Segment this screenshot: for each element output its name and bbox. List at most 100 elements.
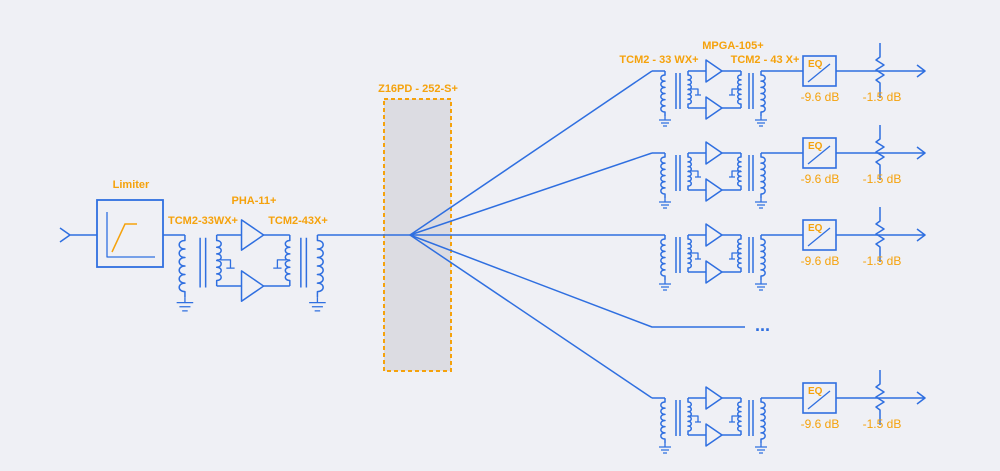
ground-symbol xyxy=(755,443,767,454)
fan-out-line xyxy=(409,234,653,399)
input-chain xyxy=(59,199,410,312)
amplifier-triangle xyxy=(240,219,265,251)
transformer-secondary-coil xyxy=(760,398,766,443)
ground-symbol xyxy=(755,280,767,291)
ground-symbol xyxy=(176,297,194,312)
attenuator-resistor-icon xyxy=(875,207,885,262)
amplifier-triangle xyxy=(705,141,723,165)
ground-symbol xyxy=(659,116,671,127)
transformer-core xyxy=(748,237,754,273)
transformer-primary-coil xyxy=(660,398,666,443)
fan-out-line-truncated xyxy=(409,234,745,328)
wiring: EQ -9.6 dB -1.5 dB EQ -9.6 dB -1.5 dB EQ -9.6 d… xyxy=(59,43,926,454)
attenuation-value: -1.5 dB xyxy=(863,254,902,268)
input-output-transformer-label: TCM2-43X+ xyxy=(268,215,328,227)
eq-slope xyxy=(807,390,831,410)
transformer-secondary-coil xyxy=(760,71,766,116)
transformer-core xyxy=(748,73,754,109)
limiter-curve xyxy=(111,223,137,253)
amplifier-triangle xyxy=(705,423,723,447)
transformer-core xyxy=(675,155,681,191)
transformer-primary-coil xyxy=(660,71,666,116)
attenuation-value: -1.5 dB xyxy=(863,90,902,104)
channel-output-transformer-label: TCM2 - 43 X+ xyxy=(731,54,800,66)
eq-slope xyxy=(807,227,831,247)
transformer-primary-coil xyxy=(178,235,186,298)
attenuator-resistor-icon xyxy=(875,43,885,98)
limiter-label: Limiter xyxy=(113,179,150,191)
wire xyxy=(263,234,290,287)
eq-label: EQ xyxy=(808,141,823,152)
wire xyxy=(722,70,741,109)
center-tap-ground xyxy=(688,88,701,96)
wire xyxy=(688,234,706,273)
center-tap-ground xyxy=(216,259,235,269)
more-channels-ellipsis: ... xyxy=(755,315,770,335)
ground-symbol xyxy=(659,198,671,209)
ground-symbol xyxy=(755,116,767,127)
channel-input-transformer-label: TCM2 - 33 WX+ xyxy=(619,54,698,66)
transformer-core xyxy=(300,237,308,288)
wire xyxy=(722,397,741,436)
wire xyxy=(688,70,706,109)
transformer-core xyxy=(675,237,681,273)
eq-slope xyxy=(807,63,831,83)
eq-gain-value: -9.6 dB xyxy=(801,90,840,104)
eq-gain-value: -9.6 dB xyxy=(801,417,840,431)
transformer-core xyxy=(748,400,754,436)
output-arrow-icon xyxy=(836,64,926,78)
eq-gain-value: -9.6 dB xyxy=(801,172,840,186)
limiter-axes xyxy=(106,212,155,258)
transformer-secondary-coil xyxy=(316,235,324,298)
wire xyxy=(216,234,242,287)
wire xyxy=(688,397,706,436)
splitter-label: Z16PD - 252-S+ xyxy=(378,83,458,95)
amplifier-triangle xyxy=(705,386,723,410)
output-channel: EQ -9.6 dB -1.5 dB xyxy=(409,43,926,236)
input-amp-label: PHA-11+ xyxy=(232,195,277,207)
transformer-secondary-coil xyxy=(760,235,766,280)
fan-out-line xyxy=(409,152,653,236)
output-channel: EQ -9.6 dB -1.5 dB xyxy=(409,234,926,454)
input-transformer-label: TCM2-33WX+ xyxy=(168,215,238,227)
transformer-core xyxy=(199,237,207,288)
wire xyxy=(722,234,741,273)
ground-symbol xyxy=(659,280,671,291)
transformer-secondary-coil xyxy=(760,153,766,198)
attenuation-value: -1.5 dB xyxy=(863,417,902,431)
limiter-box xyxy=(96,199,164,268)
ground-symbol xyxy=(755,198,767,209)
transformer-core xyxy=(675,73,681,109)
output-arrow-icon xyxy=(836,391,926,405)
ground-symbol xyxy=(309,297,326,312)
transformer-primary-coil xyxy=(284,235,291,287)
ground-symbol xyxy=(659,443,671,454)
output-arrow-icon xyxy=(836,228,926,242)
center-tap-ground xyxy=(688,170,701,178)
eq-label: EQ xyxy=(808,223,823,234)
eq-slope xyxy=(807,145,831,165)
attenuator-resistor-icon xyxy=(875,125,885,180)
eq-gain-value: -9.6 dB xyxy=(801,254,840,268)
input-arrow-icon xyxy=(59,227,97,243)
amplifier-triangle xyxy=(705,59,723,83)
center-tap-ground xyxy=(688,252,701,260)
transformer-secondary-coil xyxy=(215,235,222,287)
center-tap-ground xyxy=(688,415,701,423)
transformer-primary-coil xyxy=(737,71,742,108)
channel-amp-label: MPGA-105+ xyxy=(702,40,763,52)
transformer-primary-coil xyxy=(737,398,742,435)
amplifier-triangle xyxy=(705,96,723,120)
fan-out-line xyxy=(409,70,653,236)
amplifier-triangle xyxy=(240,270,265,302)
eq-label: EQ xyxy=(808,386,823,397)
wire xyxy=(688,152,706,191)
eq-label: EQ xyxy=(808,59,823,70)
transformer-primary-coil xyxy=(660,153,666,198)
output-arrow-icon xyxy=(836,146,926,160)
transformer-core xyxy=(748,155,754,191)
output-channel: EQ-9.6 dB-1.5 dB xyxy=(409,125,926,236)
transformer-primary-coil xyxy=(737,153,742,190)
transformer-primary-coil xyxy=(737,235,742,272)
